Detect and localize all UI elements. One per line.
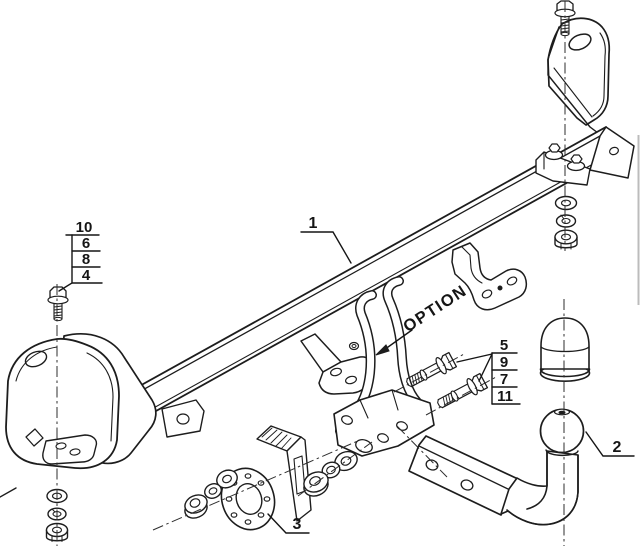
strap-stud	[348, 341, 360, 351]
support-link-bracket	[451, 242, 528, 311]
callout-2-label: 2	[613, 439, 622, 456]
option-arrowhead-icon	[375, 344, 390, 356]
left-mounting-bracket	[0, 333, 157, 498]
bracket-foot-plate	[42, 434, 98, 465]
parts-list-right-item-5: 5	[500, 337, 508, 354]
washer-stack-socket-right	[303, 450, 358, 497]
ball-cover-cap	[539, 317, 591, 382]
callout-2: 2	[585, 431, 635, 457]
parts-list-left: 10 6 8 4	[58, 219, 103, 292]
parts-list-right: 5 9 7 11	[456, 337, 521, 405]
parts-list-left-item-4: 4	[82, 267, 91, 284]
centerlines	[56, 1, 566, 546]
hex-bolt-2	[437, 372, 489, 409]
receiver-bar	[408, 435, 519, 516]
beam-end-cap	[589, 126, 635, 179]
parts-list-left-item-6: 6	[82, 235, 90, 252]
parts-list-left-item-10: 10	[76, 219, 93, 236]
beam-bracket-center	[300, 333, 372, 395]
callout-1-label: 1	[309, 215, 318, 232]
parts-list-right-item-11: 11	[497, 388, 513, 405]
parts-list-right-item-9: 9	[500, 354, 508, 371]
parts-list-left-item-8: 8	[82, 251, 90, 268]
right-mounting-bracket	[547, 17, 611, 134]
parts-list-right-item-7: 7	[500, 371, 508, 388]
mounting-bolt-left	[47, 286, 69, 322]
beam-clamp-left	[161, 399, 205, 438]
beam-clamp-right	[535, 143, 591, 186]
option-label: OPTION	[400, 282, 470, 336]
washer-stack-right	[554, 195, 578, 250]
callout-1: 1	[300, 215, 352, 264]
towball-ball	[539, 408, 585, 454]
washer-stack-socket-left	[184, 469, 238, 519]
swan-neck-towball	[500, 408, 585, 526]
strap-bottom-plate	[333, 389, 435, 457]
hex-bolt-1	[406, 351, 458, 388]
callout-3-label: 3	[293, 516, 302, 533]
callout-3: 3	[267, 513, 310, 534]
